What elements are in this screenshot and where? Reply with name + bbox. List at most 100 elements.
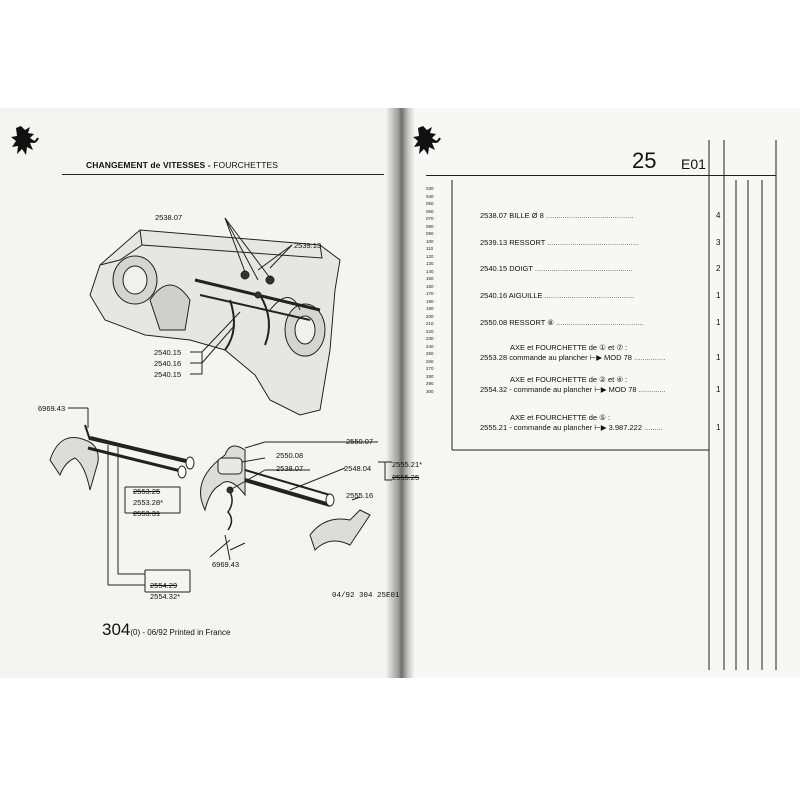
entry-heading: AXE et FOURCHETTE de ⑤ : (510, 413, 611, 422)
exploded-diagram (49, 217, 392, 593)
section-title-bold: CHANGEMENT de VITESSES - (86, 160, 211, 170)
leader-dots: ........................................… (545, 238, 639, 247)
callout-2555-25: 2555.25 (392, 473, 420, 482)
line-number: 070 (426, 216, 434, 221)
part-ref: 2550.08 (480, 318, 510, 327)
section-title: CHANGEMENT de VITESSES - FOURCHETTES (86, 160, 278, 170)
line-number: 130 (426, 261, 434, 266)
line-number: 210 (426, 321, 434, 326)
line-number: 100 (426, 238, 434, 244)
part-row: 2553.28 commande au plancher ⊢▶ MOD 78 .… (480, 353, 708, 362)
line-number: 050 (426, 201, 434, 206)
lion-logo-right (413, 126, 441, 155)
part-row: 2550.08 RESSORT ⑧ ......................… (480, 318, 708, 327)
line-number: 040 (426, 193, 434, 199)
part-description: AIGUILLE (508, 291, 543, 300)
callout-2538-07b: 2538.07 (276, 464, 304, 473)
entry-heading: AXE et FOURCHETTE de ① et ⑦ : (510, 343, 628, 352)
part-description: DOIGT (509, 264, 533, 273)
line-number: 220 (426, 328, 434, 334)
part-row: 2538.07 BILLE Ø 8 ......................… (480, 211, 708, 220)
part-description: BILLE Ø 8 (509, 211, 544, 220)
callout-2540-15: 2540.15 (154, 348, 182, 357)
line-number: 230 (426, 336, 434, 341)
line-number: 090 (426, 231, 434, 236)
lion-logo (11, 126, 39, 155)
leader-dots: ........................................… (543, 211, 634, 220)
header-rule-left (62, 174, 384, 175)
line-number: 110 (426, 246, 434, 251)
page-code: E01 (681, 156, 706, 172)
part-description: RESSORT (509, 238, 546, 247)
left-page (0, 108, 396, 678)
part-quantity: 1 (716, 353, 721, 362)
part-row: 2539.13 RESSORT ........................… (480, 238, 708, 247)
footer-model-number: 304 (102, 620, 131, 639)
callout-2538-07: 2538.07 (155, 213, 183, 222)
line-number: 300 (426, 388, 434, 394)
header-rule-right (426, 175, 776, 176)
book-gutter (386, 108, 414, 678)
part-quantity: 4 (716, 211, 721, 220)
callout-2555-21: 2555.21* (392, 460, 423, 469)
parts-table-frame (451, 140, 777, 670)
part-description: commande au plancher ⊢▶ MOD 78 (509, 353, 632, 362)
part-description: RESSORT ⑧ (509, 318, 554, 327)
page-footer: 304(0) - 06/92 Printed in France (102, 620, 230, 640)
line-number: 180 (426, 298, 434, 304)
callout-2540-15b: 2540.15 (154, 370, 182, 379)
part-quantity: 2 (716, 264, 721, 273)
right-page (404, 108, 800, 678)
line-number: 140 (426, 268, 434, 274)
part-row: 2540.15 DOIGT ..........................… (480, 264, 708, 273)
line-number: 160 (426, 283, 434, 289)
callout-2550-08: 2550.08 (276, 451, 304, 460)
section-title-rest: FOURCHETTES (213, 160, 279, 170)
entry-heading: AXE et FOURCHETTE de ② et ④ : (510, 375, 628, 384)
callout-2555-16: 2555.16 (346, 491, 374, 500)
line-number-column: 030 040 050 060 070 080 090 100 110 120 130 140 150 1… (426, 185, 434, 395)
callout-2553-31: 2553.31 (133, 509, 161, 518)
line-number: 150 (426, 276, 434, 281)
callout-2540-16: 2540.16 (154, 359, 182, 368)
footer-print-info: (0) - 06/92 Printed in France (130, 628, 231, 637)
callout-2548-04: 2548.04 (344, 464, 372, 473)
part-ref: 2555.21 (480, 423, 510, 432)
line-number: 270 (426, 366, 434, 371)
part-quantity: 1 (716, 423, 721, 432)
callout-6969-43: 6969.43 (38, 404, 66, 413)
callout-6969-43b: 6969.43 (212, 560, 240, 569)
callout-2553-28: 2553.28* (133, 498, 164, 507)
part-ref: 2538.07 (480, 211, 510, 220)
part-description: - commande au plancher ⊢▶ 3.987.222 (509, 423, 642, 432)
line-number: 190 (426, 306, 434, 311)
leader-dots: ......... (642, 423, 663, 432)
leader-dots: ............... (631, 353, 666, 362)
part-ref: 2540.16 (480, 291, 509, 300)
page-number: 25 (632, 148, 657, 173)
line-number: 080 (426, 223, 434, 229)
part-quantity: 1 (716, 318, 721, 327)
part-row: 2555.21 - commande au plancher ⊢▶ 3.987.… (480, 423, 708, 432)
line-number: 120 (426, 253, 434, 259)
line-number: 260 (426, 358, 434, 364)
line-number: 250 (426, 351, 434, 356)
part-row: 2540.16 AIGUILLE .......................… (480, 291, 708, 300)
part-description: - commande au plancher ⊢▶ MOD 78 (509, 385, 637, 394)
line-number: 240 (426, 343, 434, 349)
leader-dots: ........................................… (542, 291, 635, 300)
callout-2554-32: 2554.32* (150, 592, 181, 601)
print-code: 04/92 304 25E01 (332, 592, 400, 600)
line-number: 290 (426, 381, 434, 386)
callout-2550-07: 2550.07 (346, 437, 374, 446)
part-row: 2554.32 - commande au plancher ⊢▶ MOD 78… (480, 385, 708, 394)
part-ref: 2553.28 (480, 353, 510, 362)
leader-dots: ........................................… (554, 318, 644, 327)
line-number: 200 (426, 313, 434, 319)
line-number: 030 (426, 186, 434, 191)
line-number: 170 (426, 291, 434, 296)
part-quantity: 3 (716, 238, 721, 247)
part-ref: 2554.32 (480, 385, 510, 394)
callout-2553-25: 2553.25 (133, 487, 161, 496)
line-number: 060 (426, 208, 434, 214)
